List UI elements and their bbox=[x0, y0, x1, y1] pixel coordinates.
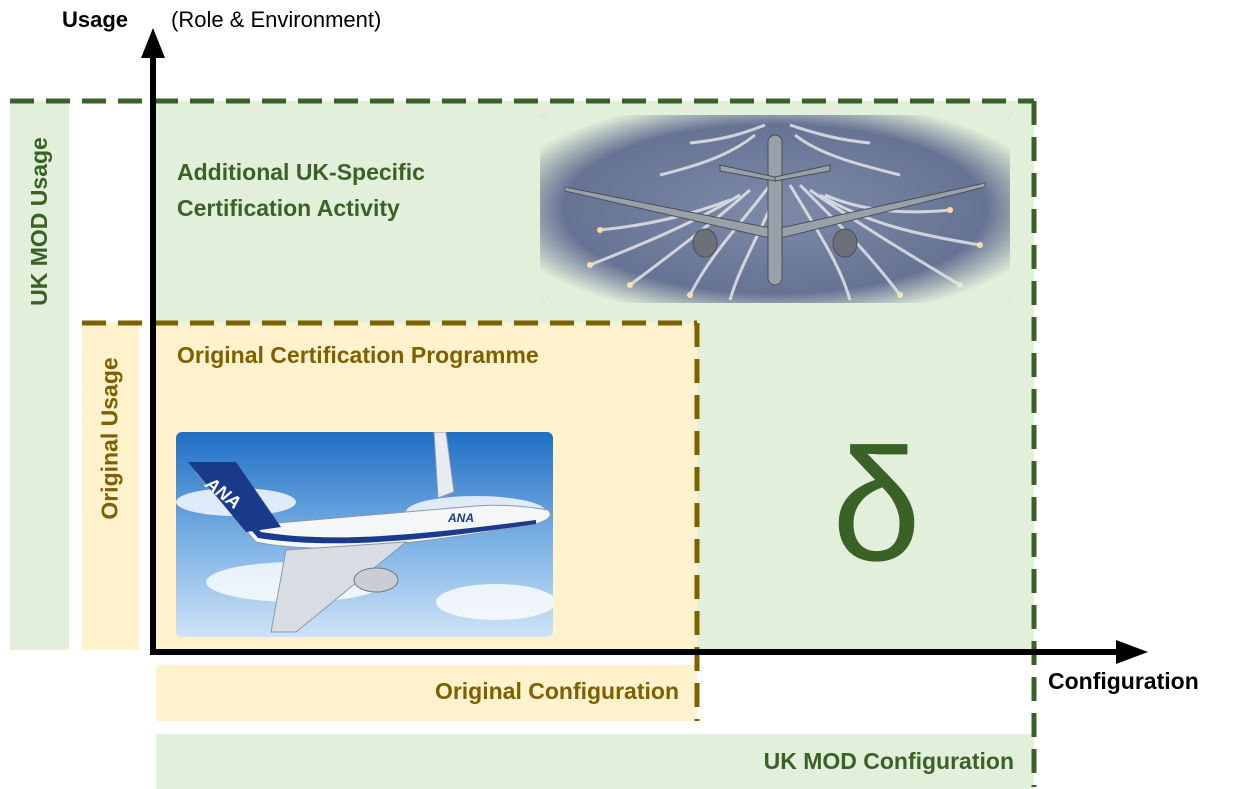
y-axis-arrowhead bbox=[141, 28, 165, 58]
original-configuration-label: Original Configuration bbox=[434, 678, 679, 704]
airliner-image: ANA ANA bbox=[176, 432, 553, 637]
x-axis-arrowhead bbox=[1116, 640, 1148, 664]
delta-symbol: δ bbox=[832, 415, 922, 594]
original-programme-label: Original Certification Programme bbox=[177, 342, 539, 368]
uk-mod-configuration-bar bbox=[156, 734, 1034, 789]
x-axis-label: Configuration bbox=[1048, 668, 1199, 694]
y-axis-sublabel: (Role & Environment) bbox=[171, 7, 382, 32]
original-configuration-bar bbox=[156, 665, 697, 721]
fuselage-livery-text: ANA bbox=[447, 511, 474, 525]
original-usage-bar bbox=[82, 323, 139, 650]
military-aircraft-image bbox=[540, 115, 1010, 303]
y-axis-label: Usage bbox=[62, 7, 129, 32]
uk-mod-configuration-label: UK MOD Configuration bbox=[763, 748, 1014, 774]
uk-mod-usage-bar bbox=[10, 101, 69, 650]
uk-activity-label: Additional UK-Specific Certification Act… bbox=[177, 159, 425, 221]
